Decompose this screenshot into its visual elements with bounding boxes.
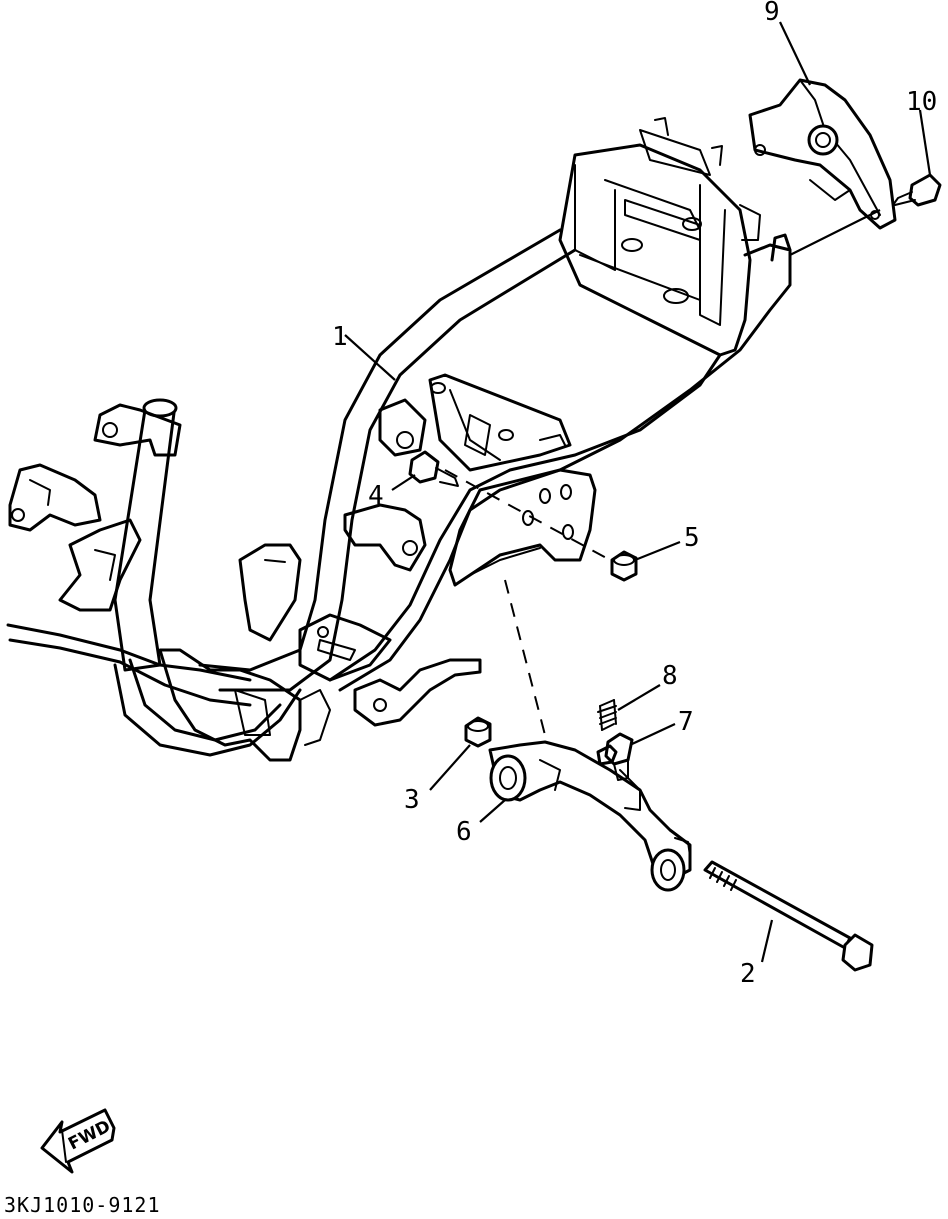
callout-5: 5 <box>684 523 700 553</box>
part-4-bolt <box>408 450 459 487</box>
callout-3: 3 <box>404 785 420 815</box>
part-2-long-bolt <box>703 860 874 972</box>
fwd-direction-arrow: FWD <box>40 1108 116 1174</box>
drawing-code: 3KJ1010-9121 <box>4 1193 161 1217</box>
callout-10: 10 <box>906 87 937 117</box>
part-9-bracket-plate <box>748 78 897 230</box>
part-3-nut <box>464 716 492 748</box>
part-5-nut <box>610 550 638 582</box>
fwd-label: FWD <box>65 1116 114 1154</box>
callout-7: 7 <box>678 707 694 737</box>
callout-labels: 1 2 3 4 5 6 7 8 9 10 <box>332 0 937 989</box>
part-6-engine-mount-link <box>488 740 692 892</box>
part-10-bolt <box>892 173 942 207</box>
part-7-collar <box>604 732 634 781</box>
callout-1: 1 <box>332 322 348 352</box>
part-1-frame <box>6 117 792 762</box>
part-8-spring <box>597 699 617 731</box>
leader-lines <box>344 21 932 963</box>
assembly-lines <box>444 209 881 736</box>
callout-8: 8 <box>662 661 678 691</box>
callout-9: 9 <box>764 0 780 27</box>
callout-6: 6 <box>456 817 472 847</box>
callout-2: 2 <box>740 959 756 989</box>
callout-4: 4 <box>368 481 384 511</box>
